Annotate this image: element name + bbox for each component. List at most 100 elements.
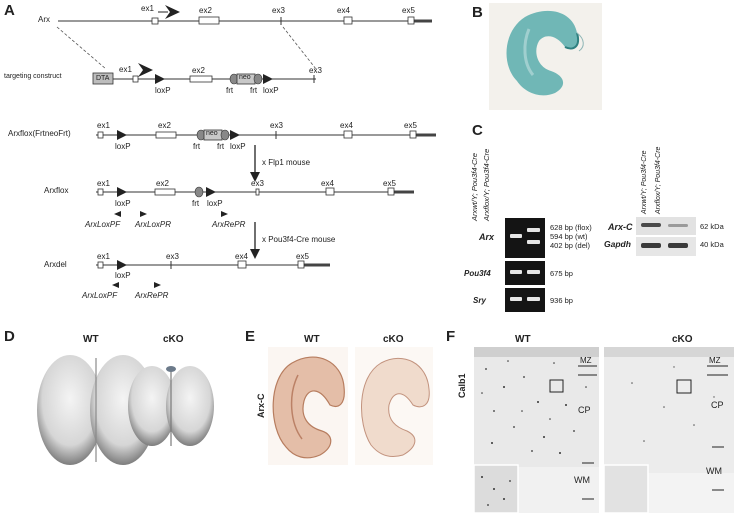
exon-label: ex1 — [141, 4, 154, 13]
band-size-label: 936 bp — [550, 296, 573, 305]
exon-label: ex4 — [235, 252, 248, 261]
loxp-label: loxP — [263, 86, 279, 95]
pcr-row-label-arx: Arx — [479, 232, 495, 242]
frt-label: frt — [193, 142, 201, 151]
cross-label-flp: x Flp1 mouse — [262, 158, 311, 167]
exon-label: ex1 — [97, 121, 110, 130]
exon-label: ex1 — [97, 252, 110, 261]
frt-label: frt — [250, 86, 258, 95]
gene-targeting-schematic — [56, 5, 436, 288]
band-size-label: 675 bp — [550, 269, 573, 278]
row-label-arxflox: Arxflox — [44, 186, 69, 195]
exon-label: ex5 — [296, 252, 309, 261]
loxp-label: loxP — [115, 199, 131, 208]
xgal-brain-section-image — [489, 3, 602, 110]
exon-label: ex2 — [156, 179, 169, 188]
exon-label: ex3 — [270, 121, 283, 130]
blot-band — [641, 223, 661, 227]
western-blot-arx-c — [636, 217, 696, 235]
gel-image-pou3f4 — [505, 261, 545, 285]
genotype-label-cko: cKO — [672, 334, 693, 345]
panel-label-f: F — [446, 328, 456, 345]
panel-label-c: C — [472, 122, 483, 139]
gel-band — [527, 240, 540, 244]
gel-band — [510, 234, 522, 238]
calb1-section-cko — [604, 347, 734, 513]
western-blot-gapdh — [636, 237, 696, 256]
row-label-arxdel: Arxdel — [44, 260, 67, 269]
panel-label-b: B — [472, 4, 483, 21]
layer-label-cp: CP — [578, 405, 591, 415]
blot-band — [668, 243, 688, 248]
primer-label: ArxLoxPR — [135, 220, 172, 229]
primer-label: ArxRePR — [212, 220, 246, 229]
pcr-row-label-sry: Sry — [473, 296, 486, 305]
exon-label: ex1 — [119, 65, 132, 74]
gel-band — [527, 270, 540, 274]
row-label-arxflox-frtneofrt: Arxflox(FrtneoFrt) — [8, 129, 71, 138]
arx-c-section-wt — [268, 347, 348, 465]
panel-label-d: D — [4, 328, 15, 345]
exon-label: ex3 — [251, 179, 264, 188]
exon-label: ex2 — [192, 66, 205, 75]
exon-label: ex5 — [383, 179, 396, 188]
exon-label: ex3 — [166, 252, 179, 261]
panel-label-a: A — [4, 2, 15, 19]
dta-label: DTA — [96, 75, 110, 82]
calb1-section-wt — [474, 347, 599, 513]
frt-label: frt — [226, 86, 234, 95]
wb-row-label-arx-c: Arx-C — [608, 222, 633, 232]
neo-label: neo — [239, 74, 251, 81]
band-size-label: 402 bp (del) — [550, 241, 591, 250]
primer-label: ArxLoxPF — [85, 220, 121, 229]
loxp-label: loxP — [207, 199, 223, 208]
primer-label: ArxLoxPF — [82, 291, 118, 300]
gel-band — [510, 297, 522, 301]
loxp-label: loxP — [115, 142, 131, 151]
row-label-targeting: targeting construct — [4, 73, 62, 80]
exon-label: ex1 — [97, 179, 110, 188]
genotype-label-cko: cKO — [383, 334, 404, 345]
exon-label: ex4 — [337, 6, 350, 15]
panel-label-e: E — [245, 328, 256, 345]
exon-label: ex4 — [340, 121, 353, 130]
gel-band — [527, 228, 540, 232]
pcr-row-label-pou3f4: Pou3f4 — [464, 269, 491, 278]
layer-label-cp: CP — [711, 400, 724, 410]
protein-size-label: 40 kDa — [700, 240, 724, 249]
exon-label: ex5 — [402, 6, 415, 15]
exon-label: ex3 — [309, 66, 322, 75]
band-size-label: 628 bp (flox) — [550, 223, 592, 232]
layer-label-wm: WM — [706, 466, 722, 476]
wb-row-label-gapdh: Gapdh — [604, 239, 631, 249]
protein-size-label: 62 kDa — [700, 222, 724, 231]
exon-label: ex4 — [321, 179, 334, 188]
loxp-label: loxP — [115, 271, 131, 280]
exon-label: ex2 — [158, 121, 171, 130]
row-label-arx: Arx — [38, 15, 50, 24]
genotype-label-cko: cKO — [163, 334, 184, 345]
genotype-label-wt: WT — [515, 334, 531, 345]
blot-band — [668, 224, 688, 227]
gel-image-sry — [505, 288, 545, 312]
layer-label-mz: MZ — [580, 356, 592, 365]
gel-band — [527, 297, 540, 301]
exon-label: ex3 — [272, 6, 285, 15]
arx-c-section-cko — [355, 347, 433, 465]
blot-band — [641, 243, 661, 248]
layer-label-mz: MZ — [709, 356, 721, 365]
exon-label: ex2 — [199, 6, 212, 15]
primer-label: ArxRePR — [135, 291, 169, 300]
frt-label: frt — [192, 199, 200, 208]
genotype-label-wt: WT — [304, 334, 320, 345]
frt-label: frt — [217, 142, 225, 151]
genotype-label-wt: WT — [83, 334, 99, 345]
band-size-label: 594 bp (wt) — [550, 232, 588, 241]
loxp-label: loxP — [230, 142, 246, 151]
neo-label: neo — [206, 130, 218, 137]
gel-band — [510, 270, 522, 274]
cross-label-cre: x Pou3f4-Cre mouse — [262, 235, 336, 244]
loxp-label: loxP — [155, 86, 171, 95]
stain-label-calb1: Calb1 — [457, 373, 467, 398]
